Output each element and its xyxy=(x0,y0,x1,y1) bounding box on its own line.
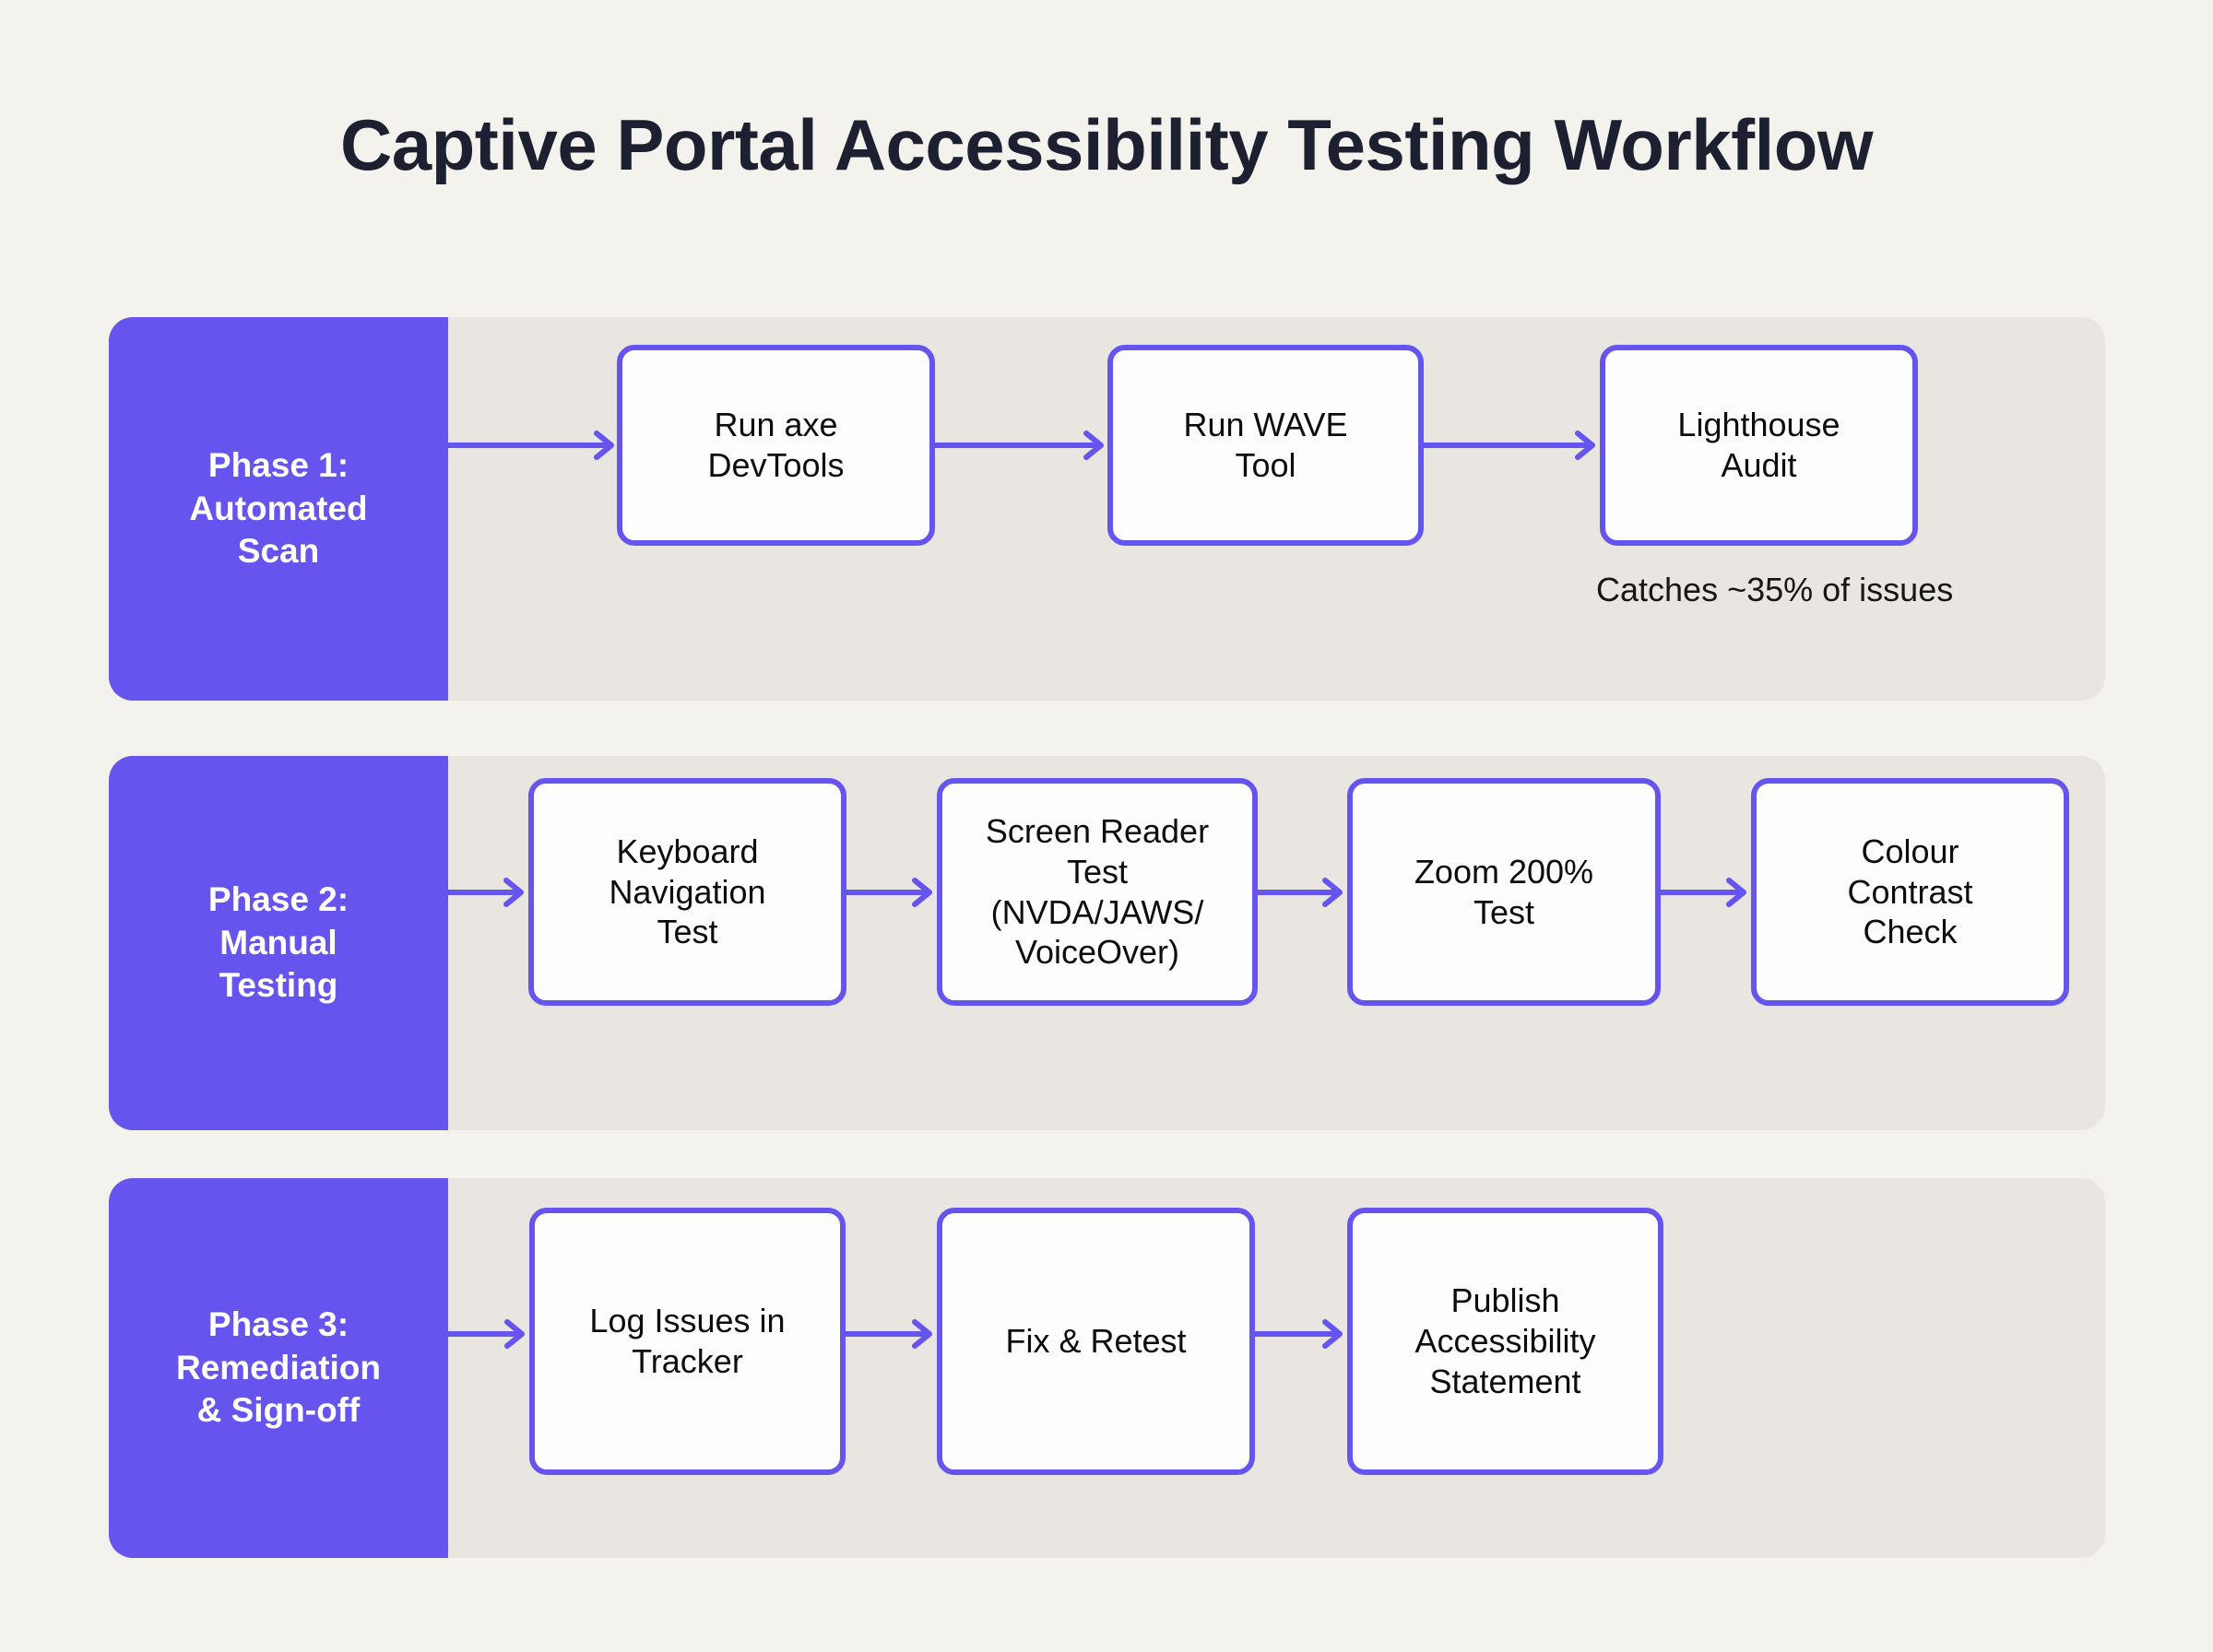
arrow-icon xyxy=(1421,430,1603,461)
step-box[interactable]: Publish Accessibility Statement xyxy=(1347,1208,1663,1475)
page-title: Captive Portal Accessibility Testing Wor… xyxy=(339,104,1874,185)
arrow-icon xyxy=(444,877,531,908)
phase-label-2: Phase 2: Manual Testing xyxy=(109,756,448,1130)
phase-label-3: Phase 3: Remediation & Sign-off xyxy=(109,1178,448,1558)
step-box[interactable]: Run WAVE Tool xyxy=(1107,345,1424,546)
arrow-icon xyxy=(842,877,940,908)
arrow-icon xyxy=(444,1318,532,1350)
arrow-icon xyxy=(1250,1318,1350,1350)
phase-label-1: Phase 1: Automated Scan xyxy=(109,317,448,701)
phase-row-1: Phase 1: Automated Scan Run axe DevTools… xyxy=(109,317,2105,701)
phase-caption: Catches ~35% of issues xyxy=(1596,571,1954,608)
phase-row-3: Phase 3: Remediation & Sign-off Log Issu… xyxy=(109,1178,2105,1558)
step-box[interactable]: Fix & Retest xyxy=(937,1208,1255,1475)
phase-flow-1: Run axe DevTools Run WAVE Tool Lighthous… xyxy=(444,317,2105,701)
step-box[interactable]: Lighthouse Audit xyxy=(1600,345,1918,546)
arrow-icon xyxy=(444,430,621,461)
arrow-icon xyxy=(931,430,1111,461)
arrow-icon xyxy=(1656,877,1754,908)
step-box[interactable]: Screen Reader Test (NVDA/JAWS/ VoiceOver… xyxy=(937,778,1258,1006)
step-box[interactable]: Keyboard Navigation Test xyxy=(528,778,846,1006)
arrow-icon xyxy=(1253,877,1350,908)
phase-flow-3: Log Issues in Tracker Fix & Retest Publi… xyxy=(444,1178,2105,1558)
arrow-icon xyxy=(841,1318,940,1350)
step-box[interactable]: Zoom 200% Test xyxy=(1347,778,1661,1006)
step-box[interactable]: Colour Contrast Check xyxy=(1751,778,2069,1006)
step-box[interactable]: Run axe DevTools xyxy=(617,345,935,546)
phase-row-2: Phase 2: Manual Testing Keyboard Navigat… xyxy=(109,756,2105,1130)
phase-flow-2: Keyboard Navigation Test Screen Reader T… xyxy=(444,756,2105,1130)
step-box[interactable]: Log Issues in Tracker xyxy=(529,1208,846,1475)
